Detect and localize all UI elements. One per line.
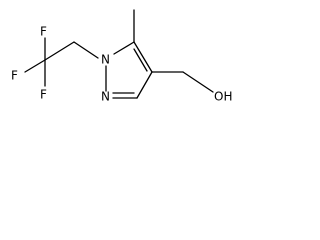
atom-f-top: F — [40, 25, 47, 39]
bond-c5-c4-inner — [133, 48, 148, 72]
atom-n1: N — [101, 53, 110, 67]
bond-c4-c3 — [136, 71, 153, 99]
atom-oh: OH — [214, 90, 232, 104]
atom-labels: F F F N N OH — [11, 25, 232, 104]
atom-f-left: F — [11, 69, 18, 83]
bond-c-f-left — [24, 59, 46, 73]
atom-f-bottom: F — [40, 88, 47, 102]
chemical-structure: F F F N N OH — [11, 9, 232, 104]
bond-lines — [24, 9, 214, 99]
atom-n2: N — [101, 90, 110, 104]
bond-c5-c4 — [133, 41, 153, 73]
bond-ch2-n1 — [73, 41, 99, 59]
bond-ch2-oh — [182, 71, 214, 93]
bond-c-ch2 — [44, 41, 75, 61]
bond-n1-c5 — [113, 41, 135, 55]
